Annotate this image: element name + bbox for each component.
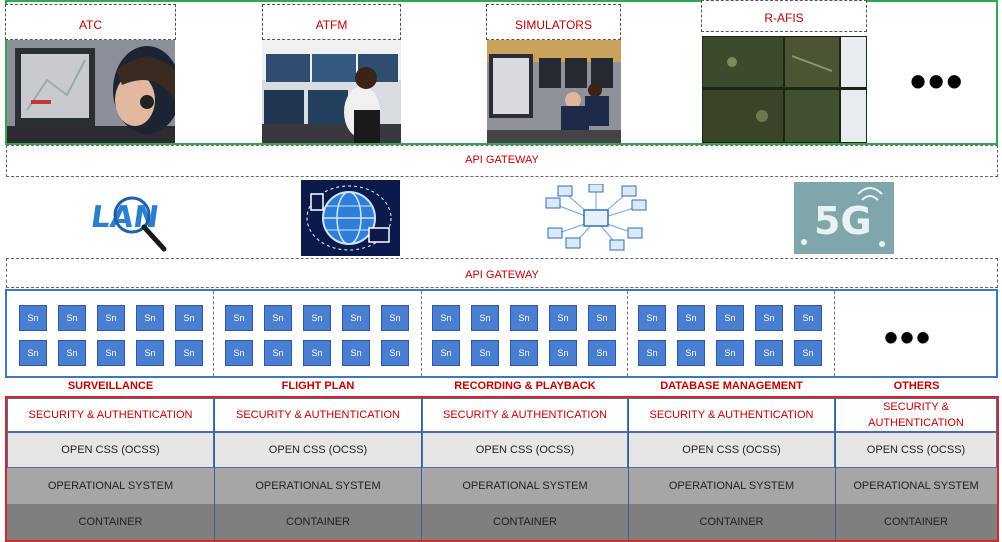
service-box: Sn — [264, 305, 292, 331]
connected-computers-icon — [544, 183, 648, 254]
column-divider — [421, 398, 422, 540]
service-box: Sn — [755, 305, 783, 331]
container-layer-flight-plan: CONTAINER — [214, 504, 422, 540]
service-box: Sn — [225, 340, 253, 366]
security-others-line1: SECURITY & — [883, 401, 949, 413]
service-box: Sn — [549, 305, 577, 331]
service-box: Sn — [264, 340, 292, 366]
svg-text:5G: 5G — [814, 199, 872, 243]
services-group-surveillance — [7, 291, 214, 376]
ocss-layer-database-management: OPEN CSS (OCSS) — [628, 432, 835, 468]
column-name-database-management: DATABASE MANAGEMENT — [660, 380, 803, 392]
app-title-atfm: ATFM — [262, 4, 401, 40]
operational-layer-recording-playback: OPERATIONAL SYSTEM — [422, 468, 628, 504]
service-box: Sn — [175, 340, 203, 366]
ocss-layer-surveillance: OPEN CSS (OCSS) — [7, 432, 214, 468]
api-gateway-top: API GATEWAY — [6, 145, 998, 177]
service-box: Sn — [136, 305, 164, 331]
service-box: Sn — [755, 340, 783, 366]
service-box: Sn — [588, 305, 616, 331]
operational-layer-flight-plan: OPERATIONAL SYSTEM — [214, 468, 422, 504]
services-group-recording-playback — [422, 291, 628, 376]
column-divider — [628, 398, 629, 540]
app-title-rafis: R-AFIS — [701, 0, 867, 32]
simulators-room-image — [487, 40, 621, 143]
container-layer-database-management: CONTAINER — [628, 504, 835, 540]
service-box: Sn — [471, 305, 499, 331]
service-box: Sn — [510, 340, 538, 366]
operational-layer-others: OPERATIONAL SYSTEM — [835, 468, 997, 504]
api-gateway-bottom: API GATEWAY — [6, 258, 998, 288]
service-box: Sn — [432, 305, 460, 331]
globe-network-icon — [301, 180, 400, 256]
operational-layer-surveillance: OPERATIONAL SYSTEM — [7, 468, 214, 504]
operational-layer-database-management: OPERATIONAL SYSTEM — [628, 468, 835, 504]
more-applications-ellipsis: ••• — [910, 55, 965, 107]
container-layer-surveillance: CONTAINER — [7, 504, 214, 540]
service-box: Sn — [381, 305, 409, 331]
service-box: Sn — [225, 305, 253, 331]
platform-stack-outline — [5, 396, 999, 542]
ocss-layer-flight-plan: OPEN CSS (OCSS) — [214, 432, 422, 468]
security-others-line2: AUTHENTICATION — [868, 417, 964, 429]
ocss-layer-recording-playback: OPEN CSS (OCSS) — [422, 432, 628, 468]
atc-controller-image — [7, 40, 175, 143]
service-box: Sn — [677, 305, 705, 331]
services-group-flight-plan — [214, 291, 422, 376]
container-layer-recording-playback: CONTAINER — [422, 504, 628, 540]
security-layer-flight-plan: SECURITY & AUTHENTICATION — [214, 398, 422, 432]
column-name-others: OTHERS — [893, 380, 940, 392]
security-layer-others: SECURITY & AUTHENTICATION — [835, 398, 997, 432]
service-box: Sn — [794, 340, 822, 366]
security-layer-recording-playback: SECURITY & AUTHENTICATION — [422, 398, 628, 432]
service-box: Sn — [471, 340, 499, 366]
service-box: Sn — [588, 340, 616, 366]
service-box: Sn — [432, 340, 460, 366]
column-name-recording-playback: RECORDING & PLAYBACK — [454, 380, 596, 392]
service-box: Sn — [638, 305, 666, 331]
service-box: Sn — [342, 305, 370, 331]
service-box: Sn — [175, 305, 203, 331]
service-box: Sn — [549, 340, 577, 366]
rafis-camera-image — [702, 36, 867, 143]
column-divider — [214, 398, 215, 540]
service-box: Sn — [716, 340, 744, 366]
container-layer-others: CONTAINER — [835, 504, 997, 540]
service-box: Sn — [303, 305, 331, 331]
service-box: Sn — [794, 305, 822, 331]
service-box: Sn — [97, 340, 125, 366]
security-layer-surveillance: SECURITY & AUTHENTICATION — [7, 398, 214, 432]
applications-zone — [5, 0, 998, 145]
service-box: Sn — [58, 340, 86, 366]
service-box: Sn — [716, 305, 744, 331]
security-layer-database-management: SECURITY & AUTHENTICATION — [628, 398, 835, 432]
more-services-ellipsis: ••• — [884, 316, 933, 360]
services-group-database-management — [628, 291, 835, 376]
column-name-surveillance: SURVEILLANCE — [67, 380, 154, 392]
service-box: Sn — [97, 305, 125, 331]
5g-icon: 5G — [794, 182, 894, 254]
service-box: Sn — [303, 340, 331, 366]
app-title-atc: ATC — [5, 4, 176, 40]
microservices-zone — [5, 289, 998, 378]
service-box: Sn — [677, 340, 705, 366]
atfm-operator-image — [262, 40, 401, 143]
service-box: Sn — [638, 340, 666, 366]
service-box: Sn — [19, 340, 47, 366]
service-box: Sn — [136, 340, 164, 366]
service-box: Sn — [510, 305, 538, 331]
lan-magnifier-icon: LAN — [88, 183, 168, 253]
app-title-simulators: SIMULATORS — [486, 4, 621, 40]
service-box: Sn — [342, 340, 370, 366]
service-box: Sn — [381, 340, 409, 366]
service-box: Sn — [58, 305, 86, 331]
service-box: Sn — [19, 305, 47, 331]
column-divider — [835, 398, 836, 540]
column-name-flight-plan: FLIGHT PLAN — [281, 380, 355, 392]
